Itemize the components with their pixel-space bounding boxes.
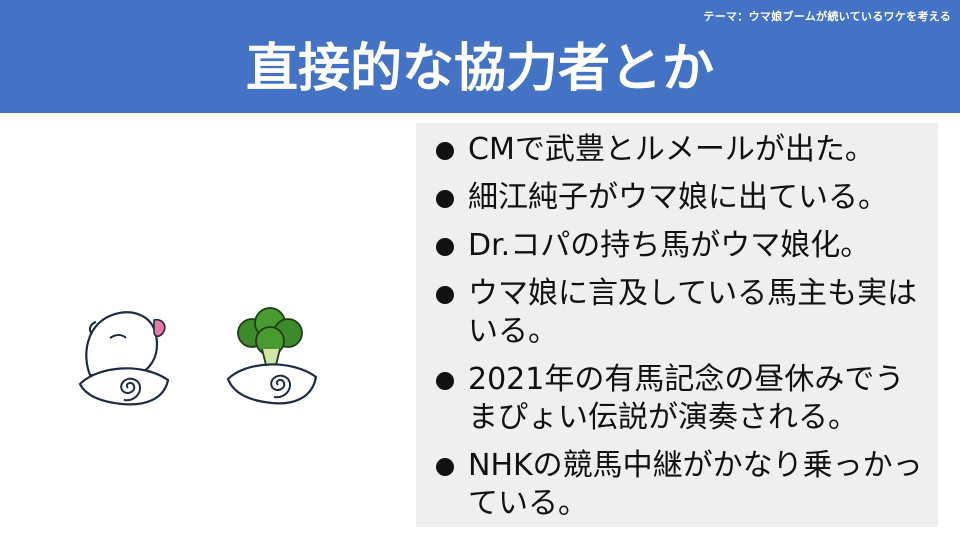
bullet-panel: CMで武豊とルメールが出た。 細江純子がウマ娘に出ている。 Dr.コパの持ち馬が… bbox=[416, 123, 938, 527]
bullet-item: 細江純子がウマ娘に出ている。 bbox=[436, 179, 926, 217]
bullet-dot-icon bbox=[436, 238, 454, 256]
bullet-item: Dr.コパの持ち馬がウマ娘化。 bbox=[436, 227, 926, 265]
bullet-dot-icon bbox=[436, 142, 454, 160]
bullet-dot-icon bbox=[436, 190, 454, 208]
bullet-text: Dr.コパの持ち馬がウマ娘化。 bbox=[468, 228, 871, 263]
slide-title: 直接的な協力者とか bbox=[245, 39, 714, 99]
slide-header: テーマ：ウマ娘ブームが続いているワケを考える 直接的な協力者とか bbox=[0, 0, 960, 113]
bullet-text: CMで武豊とルメールが出た。 bbox=[468, 132, 875, 167]
theme-label: テーマ：ウマ娘ブームが続いているワケを考える bbox=[703, 10, 951, 23]
bullet-item: CMで武豊とルメールが出た。 bbox=[436, 131, 926, 169]
bullet-text: ウマ娘に言及している馬主も実はいる。 bbox=[468, 276, 918, 349]
bullet-text: NHKの競馬中継がかなり乗っかっている。 bbox=[468, 448, 923, 521]
broccoli-creature-icon bbox=[226, 307, 318, 405]
bullet-item: 2021年の有馬記念の昼休みでうまぴょい伝説が演奏される。 bbox=[436, 361, 926, 437]
bullet-text: 細江純子がウマ娘に出ている。 bbox=[468, 180, 888, 215]
bullet-item: ウマ娘に言及している馬主も実はいる。 bbox=[436, 275, 926, 351]
bullet-dot-icon bbox=[436, 286, 454, 304]
white-creature-icon bbox=[78, 311, 170, 406]
bullet-dot-icon bbox=[436, 458, 454, 476]
bullet-item: NHKの競馬中継がかなり乗っかっている。 bbox=[436, 447, 926, 523]
bullet-dot-icon bbox=[436, 372, 454, 390]
bullet-list: CMで武豊とルメールが出た。 細江純子がウマ娘に出ている。 Dr.コパの持ち馬が… bbox=[436, 131, 926, 533]
bullet-text: 2021年の有馬記念の昼休みでうまぴょい伝説が演奏される。 bbox=[468, 362, 905, 435]
